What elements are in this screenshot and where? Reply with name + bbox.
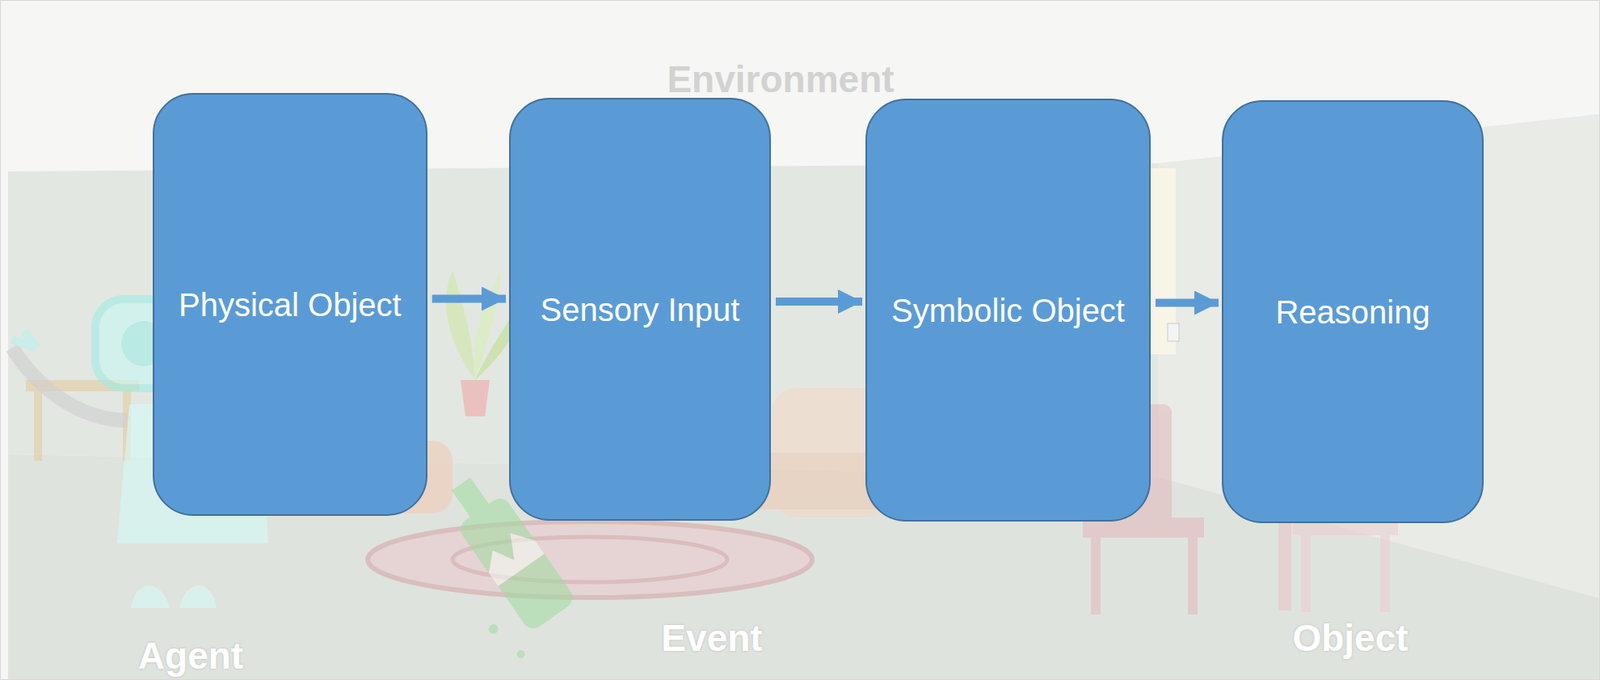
box-text: Symbolic Object [875, 288, 1142, 333]
box-text: Reasoning [1258, 290, 1446, 334]
process-box: Physical Object [152, 92, 428, 516]
process-box: Reasoning [1221, 100, 1484, 523]
flow-arrow [775, 297, 863, 306]
flow-arrow [432, 294, 506, 304]
event-label: Event [661, 615, 763, 660]
box-text: Physical Object [162, 282, 418, 327]
object-label: Object [1292, 615, 1408, 660]
flow-arrow [1155, 298, 1219, 308]
process-box: Sensory Input [509, 97, 771, 521]
box-text: Sensory Input [524, 287, 757, 332]
process-box: Symbolic Object [865, 98, 1151, 522]
environment-label: Environment [666, 57, 894, 102]
light-switch [1167, 323, 1179, 342]
rug [367, 521, 813, 598]
agent-label: Agent [138, 633, 244, 678]
